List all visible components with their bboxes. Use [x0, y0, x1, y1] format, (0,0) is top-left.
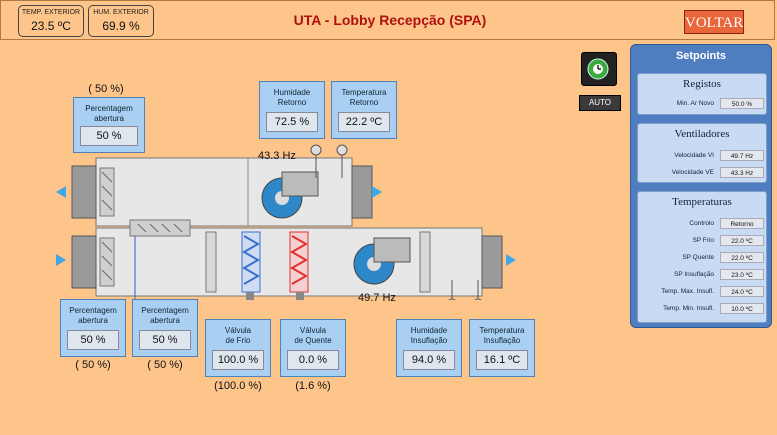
- hum-insufl-label1: Humidade: [410, 326, 448, 335]
- setpoint-label: Controlo: [689, 220, 714, 227]
- hum-retorno-value: 72.5 %: [266, 112, 318, 132]
- setpoint-label: Velocidade VE: [671, 169, 714, 176]
- hum-exterior-box: HUM. EXTERIOR 69.9 %: [88, 5, 154, 37]
- damper-a-feedback: ( 50 %): [75, 359, 111, 371]
- hum-exterior-label: HUM. EXTERIOR: [93, 9, 149, 16]
- setpoint-value[interactable]: 50.0 %: [720, 98, 764, 109]
- setpoint-row: SP Frio 22.0 ºC: [642, 235, 764, 247]
- valv-frio-value: 100.0 %: [212, 350, 264, 370]
- setpoint-row: Velocidade VE 43.3 Hz: [642, 167, 764, 179]
- auto-mode-button[interactable]: AUTO: [579, 95, 621, 111]
- valv-frio-feedback: (100.0 %): [214, 380, 262, 392]
- temp-retorno-label1: Temperatura: [341, 88, 387, 97]
- damper-a-label2: abertura: [78, 316, 108, 325]
- valv-quente-value: 0.0 %: [287, 350, 339, 370]
- hum-exterior-value: 69.9 %: [102, 19, 140, 33]
- top-damper-label2: abertura: [94, 114, 124, 123]
- ventiladores-title: Ventiladores: [674, 128, 730, 140]
- temp-insufl-label2: Insuflação: [483, 336, 521, 345]
- schedule-button[interactable]: [581, 52, 617, 86]
- damper-b-value: 50 %: [139, 330, 191, 350]
- clock-icon: [587, 58, 609, 80]
- setpoint-row: Min. Ar Novo 50.0 %: [642, 98, 764, 110]
- setpoints-panel: Setpoints Registos Min. Ar Novo 50.0 % V…: [630, 44, 772, 328]
- valv-quente-label2: de Quente: [294, 336, 332, 345]
- setpoint-value[interactable]: 10.0 ºC: [720, 303, 764, 314]
- setpoint-value[interactable]: Retorno: [720, 218, 764, 229]
- return-arrow-icon: [372, 186, 382, 198]
- return-fan-speed: 43.3 Hz: [258, 150, 296, 162]
- temp-exterior-label: TEMP. EXTERIOR: [21, 9, 81, 16]
- hum-insufl-label2: Insuflação: [410, 336, 448, 345]
- setpoint-value[interactable]: 22.0 ºC: [720, 252, 764, 263]
- setpoints-title: Setpoints: [675, 50, 727, 62]
- supply-arrow-icon: [506, 254, 516, 266]
- temperaturas-title: Temperaturas: [672, 196, 732, 208]
- valv-quente-label1: Válvula: [299, 326, 327, 335]
- setpoint-label: Velocidade VI: [674, 152, 714, 159]
- registos-section: Registos Min. Ar Novo 50.0 %: [637, 73, 767, 115]
- setpoint-label: Min. Ar Novo: [676, 100, 714, 107]
- temp-retorno-value: 22.2 ºC: [338, 112, 390, 132]
- temp-insufl-label1: Temperatura: [479, 326, 525, 335]
- temperaturas-section: Temperaturas Controlo Retorno SP Frio 22…: [637, 191, 767, 323]
- setpoint-row: SP Insuflação 23.0 ºC: [642, 269, 764, 281]
- temp-retorno-label2: Retorno: [349, 98, 379, 107]
- top-damper-label1: Percentagem: [85, 104, 133, 113]
- ahu-diagram: [56, 144, 516, 300]
- registos-title: Registos: [683, 78, 721, 90]
- top-damper-feedback: ( 50 %): [88, 83, 124, 95]
- top-damper-value: 50 %: [80, 126, 138, 146]
- temp-insufl-value: 16.1 ºC: [476, 350, 528, 370]
- setpoint-value[interactable]: 43.3 Hz: [720, 167, 764, 178]
- setpoint-label: SP Insuflação: [674, 271, 714, 278]
- temp-exterior-box: TEMP. EXTERIOR 23.5 ºC: [18, 5, 84, 37]
- damper-a-value: 50 %: [67, 330, 119, 350]
- back-button[interactable]: VOLTAR: [684, 10, 744, 34]
- temp-exterior-value: 23.5 ºC: [31, 19, 71, 33]
- setpoint-label: SP Frio: [692, 237, 714, 244]
- setpoint-row: Temp. Max. Insufl. 24.0 ºC: [642, 286, 764, 298]
- setpoint-row: Temp. Min. Insufl. 10.0 ºC: [642, 303, 764, 315]
- hum-insufl-value: 94.0 %: [403, 350, 455, 370]
- valv-quente-feedback: (1.6 %): [295, 380, 331, 392]
- exhaust-arrow-icon: [56, 186, 66, 198]
- setpoint-value[interactable]: 23.0 ºC: [720, 269, 764, 280]
- hum-retorno-label2: Retorno: [277, 98, 307, 107]
- damper-a-label1: Percentagem: [69, 306, 117, 315]
- damper-b-label2: abertura: [150, 316, 180, 325]
- ventiladores-section: Ventiladores Velocidade VI 49.7 Hz Veloc…: [637, 123, 767, 183]
- setpoint-value[interactable]: 22.0 ºC: [720, 235, 764, 246]
- damper-b-feedback: ( 50 %): [147, 359, 183, 371]
- valv-frio-label2: de Frio: [225, 336, 251, 345]
- hum-retorno-label1: Humidade: [273, 88, 311, 97]
- intake-arrow-icon: [56, 254, 66, 266]
- supply-fan-speed: 49.7 Hz: [358, 292, 396, 304]
- setpoint-value[interactable]: 24.0 ºC: [720, 286, 764, 297]
- valv-frio-label1: Válvula: [224, 326, 252, 335]
- setpoint-label: Temp. Min. Insufl.: [663, 305, 714, 312]
- setpoint-label: Temp. Max. Insufl.: [661, 288, 714, 295]
- setpoint-row: SP Quente 22.0 ºC: [642, 252, 764, 264]
- setpoint-value[interactable]: 49.7 Hz: [720, 150, 764, 161]
- page-title: UTA - Lobby Recepção (SPA): [293, 12, 487, 28]
- setpoint-row: Controlo Retorno: [642, 218, 764, 230]
- setpoint-row: Velocidade VI 49.7 Hz: [642, 150, 764, 162]
- damper-b-label1: Percentagem: [141, 306, 189, 315]
- setpoint-label: SP Quente: [682, 254, 714, 261]
